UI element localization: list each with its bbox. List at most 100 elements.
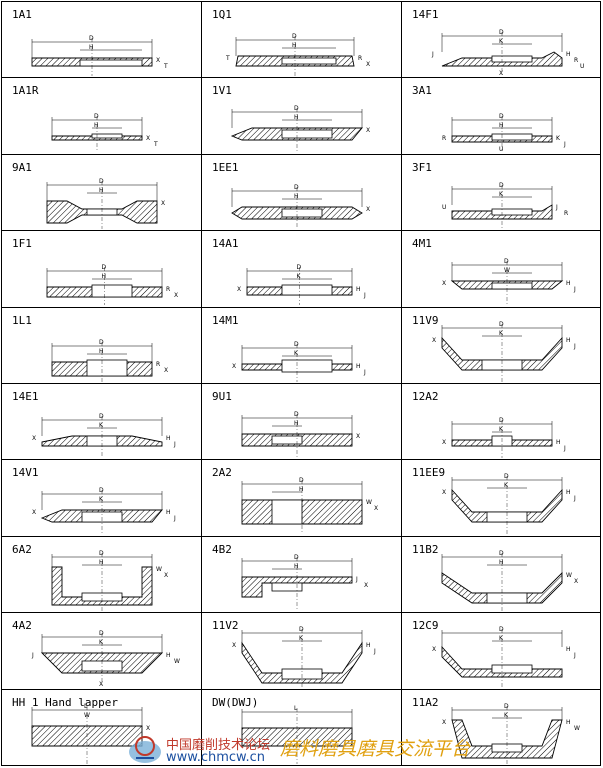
dimension-label: T: [225, 55, 230, 62]
wheel-bore: [486, 592, 528, 604]
wheel-shape-code: 9U1: [212, 389, 232, 403]
dimension-label: R: [166, 286, 170, 293]
wheel-shape-code: 1Q1: [212, 8, 232, 21]
wheel-bore: [281, 57, 337, 65]
wheel-bore: [281, 359, 333, 372]
wheel-bore: [271, 499, 303, 525]
wheel-profile-drawing: LWX: [31, 703, 150, 764]
dimension-label: X: [237, 286, 241, 293]
dimension-label: X: [366, 127, 370, 134]
dimension-label: H: [294, 420, 299, 427]
dimension-label: D: [499, 550, 504, 557]
wheel-bore: [79, 59, 143, 67]
dimension-label: D: [99, 339, 104, 346]
dimension-label: H: [292, 42, 297, 49]
dimension-label: X: [156, 57, 160, 64]
dimension-label: W: [84, 712, 90, 719]
wheel-shape-code: 6A2: [12, 542, 32, 556]
wheel-shape-code: 4A2: [12, 619, 32, 633]
dimension-label: R: [574, 57, 578, 64]
wheel-shape-code: 14V1: [12, 466, 39, 480]
wheel-bore: [491, 208, 533, 216]
dimension-label: J: [563, 445, 566, 452]
dimension-label: W: [156, 566, 162, 573]
dimension-label: H: [566, 489, 571, 496]
wheel-bore: [281, 284, 333, 296]
dimension-label: X: [499, 70, 503, 77]
dimension-label: J: [363, 292, 366, 299]
dimension-label: K: [504, 482, 509, 489]
dimension-label: D: [504, 473, 509, 480]
dimension-label: X: [174, 292, 178, 299]
wheel-body: [451, 719, 563, 758]
dimension-label: X: [146, 135, 150, 142]
wheel-shape-code: 4B2: [212, 542, 232, 556]
dimension-label: H: [99, 187, 104, 194]
dimension-label: W: [574, 725, 580, 732]
wheel-shape-code: 1L1: [12, 313, 32, 327]
wheel-bore: [281, 129, 333, 139]
dimension-label: D: [294, 554, 299, 561]
dimension-label: D: [499, 417, 504, 424]
dimension-label: K: [556, 135, 561, 142]
dimension-label: D: [294, 184, 299, 191]
wheel-shape-code: 11B2: [412, 542, 439, 556]
dimension-label: R: [156, 361, 160, 368]
dimension-label: K: [99, 639, 104, 646]
dimension-label: K: [294, 350, 299, 357]
dimension-label: W: [504, 267, 510, 274]
dimension-label: D: [99, 178, 104, 185]
dimension-label: D: [499, 626, 504, 633]
wheel-bore: [86, 359, 128, 376]
dimension-label: W: [566, 572, 572, 579]
dimension-label: T: [153, 141, 158, 148]
wheel-shape-code: 11V9: [412, 313, 439, 327]
dimension-label: J: [573, 286, 576, 293]
wheel-shape-code: 2A2: [212, 466, 232, 480]
dimension-label: R: [358, 55, 362, 62]
dimension-label: J: [355, 576, 358, 583]
wheel-bore: [281, 208, 323, 218]
dimension-label: H: [566, 646, 571, 653]
wheel-shape-code: 3A1: [412, 84, 432, 98]
wheel-bore: [271, 582, 303, 592]
dimension-label: X: [574, 578, 578, 585]
dimension-label: H: [166, 652, 171, 659]
dimension-label: D: [94, 113, 99, 120]
dimension-label: X: [32, 435, 36, 442]
dimension-label: H: [99, 348, 104, 355]
dimension-label: D: [292, 33, 297, 40]
wheel-profile-drawing: DHX: [230, 105, 370, 153]
dimension-label: H: [94, 122, 99, 129]
dimension-label: L: [84, 703, 88, 710]
wheel-profile-drawing: DHX: [46, 178, 165, 229]
wheel-shape-code: 1EE1: [212, 160, 239, 174]
dimension-label: H: [89, 44, 94, 51]
wheel-shape-code: 9A1: [12, 160, 32, 174]
dimension-label: H: [166, 509, 171, 516]
dimension-label: H: [566, 280, 571, 287]
wheel-shape-code: 1V1: [212, 84, 232, 98]
wheel-shape-code: 4M1: [412, 237, 432, 251]
